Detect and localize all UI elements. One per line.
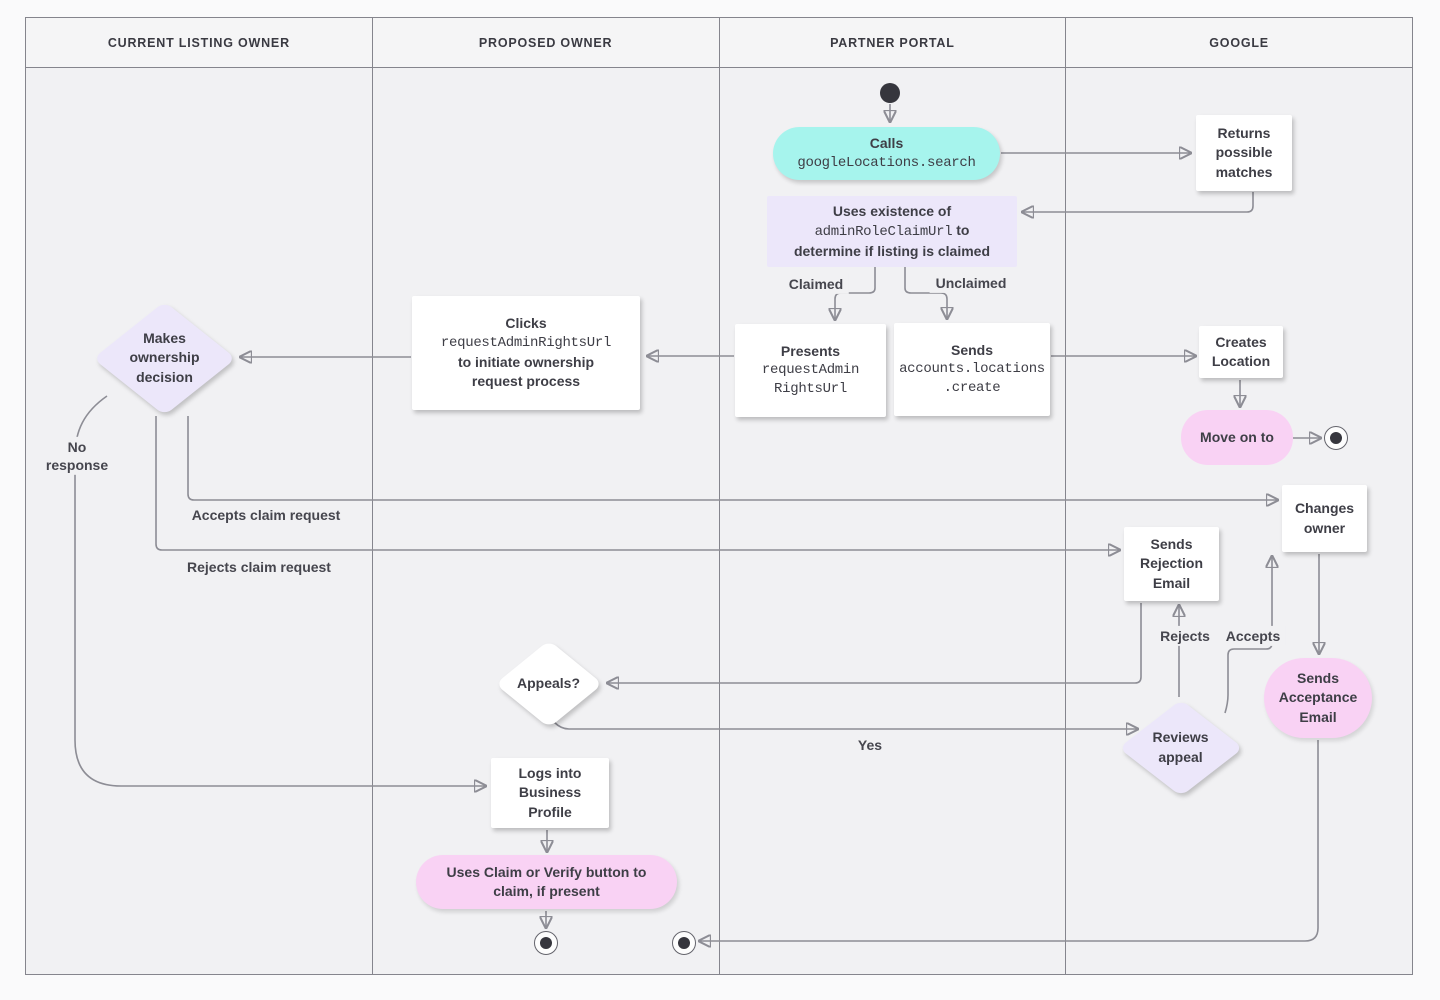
edge-accepts-claim-request (187, 416, 1277, 500)
edge-label-yes: Yes (851, 734, 889, 756)
swimlane-container: CURRENT LISTING OWNER PROPOSED OWNER PAR… (25, 17, 1413, 975)
edge-label-rejects-claim-request: Rejects claim request (181, 556, 337, 578)
lane-google: GOOGLE (1066, 18, 1412, 974)
edge-rejection-to-appeals (608, 603, 1142, 683)
uses-existence-line2: adminRoleClaimUrl to (815, 221, 970, 242)
lane-partner-portal: PARTNER PORTAL (719, 18, 1067, 974)
uses-existence-line3: determine if listing is claimed (793, 243, 991, 260)
decision-reviews-appeal: Reviews appeal (1118, 699, 1243, 796)
edge-appeals-yes-to-reviews (553, 721, 1137, 729)
makes-ownership-decision-text: Makes ownership decision (129, 329, 200, 385)
sends-create-title: Sends (950, 341, 993, 358)
edge-rejects-claim-request (155, 416, 1119, 550)
clicks-code: requestAdminRightsUrl (440, 334, 612, 351)
uses-claim-or-verify-text: Uses Claim or Verify button to claim, if… (446, 863, 647, 899)
sends-create-code-line1: accounts.locations (899, 360, 1045, 377)
clicks-line1: Clicks (505, 315, 547, 332)
node-sends-accounts-locations-create: Sends accounts.locations .create (894, 323, 1050, 416)
edge-uses-to-presents-claimed (835, 267, 876, 319)
node-logs-into-business-profile: Logs into Business Profile (491, 758, 609, 828)
clicks-line3: to initiate ownership (457, 354, 595, 370)
end-node-claim-flow (534, 931, 558, 955)
node-sends-acceptance-email: Sends Acceptance Email (1264, 658, 1372, 738)
lane-header-google: GOOGLE (1066, 18, 1412, 68)
edge-label-rejects: Rejects (1154, 625, 1216, 647)
lane-header-proposed-owner: PROPOSED OWNER (372, 18, 719, 68)
edge-label-accepts-claim-request: Accepts claim request (185, 504, 347, 526)
uses-existence-line1: Uses existence of (832, 202, 952, 219)
presents-code-line1: requestAdmin (761, 361, 860, 378)
move-on-to-text: Move on to (1200, 428, 1274, 445)
lane-header-partner-portal: PARTNER PORTAL (719, 18, 1066, 68)
uses-existence-line2-rest: to (952, 221, 970, 238)
edge-reviews-accepts (1224, 557, 1272, 714)
uses-existence-code: adminRoleClaimUrl (814, 223, 953, 240)
node-presents-request-admin-rights-url: Presents requestAdmin RightsUrl (735, 324, 886, 417)
returns-possible-matches-text: Returns possible matches (1215, 125, 1273, 180)
decision-makes-ownership-decision: Makes ownership decision (93, 301, 236, 415)
node-move-on-to: Move on to (1181, 410, 1293, 465)
reviews-appeal-text: Reviews appeal (1152, 728, 1209, 765)
lane-header-current-listing-owner: CURRENT LISTING OWNER (26, 18, 372, 68)
lane-current-listing-owner: CURRENT LISTING OWNER (26, 18, 373, 974)
logs-into-business-profile-text: Logs into Business Profile (518, 765, 582, 820)
decision-appeals: Appeals? (494, 639, 603, 728)
appeals-text: Appeals? (516, 674, 580, 691)
start-node (880, 83, 900, 103)
end-node-move-on (1324, 426, 1348, 450)
node-creates-location: Creates Location (1199, 326, 1283, 378)
edge-label-no-response: No response (35, 436, 119, 476)
edge-uses-to-sends-unclaimed (904, 267, 947, 318)
lane-proposed-owner: PROPOSED OWNER (372, 18, 720, 974)
clicks-line4: request process (471, 373, 581, 390)
sends-acceptance-email-text: Sends Acceptance Email (1278, 670, 1358, 725)
end-node-acceptance-flow (672, 931, 696, 955)
node-changes-owner: Changes owner (1282, 485, 1367, 552)
calls-code: googleLocations.search (797, 154, 976, 171)
node-clicks-request-admin-rights-url: Clicks requestAdminRightsUrl to initiate… (412, 296, 640, 410)
node-uses-claim-or-verify-button: Uses Claim or Verify button to claim, if… (416, 855, 677, 909)
creates-location-text: Creates Location (1211, 333, 1271, 369)
node-sends-rejection-email: Sends Rejection Email (1124, 527, 1219, 601)
node-uses-existence-admin-role-claim-url: Uses existence of adminRoleClaimUrl to d… (767, 196, 1017, 267)
changes-owner-text: Changes owner (1294, 500, 1355, 536)
edge-label-unclaimed: Unclaimed (929, 272, 1013, 294)
edge-label-accepts: Accepts (1219, 625, 1287, 647)
edge-no-response (74, 395, 485, 786)
calls-title: Calls (869, 135, 904, 152)
presents-title: Presents (780, 342, 841, 359)
node-calls-google-locations-search: Calls googleLocations.search (773, 127, 1000, 180)
edge-returns-to-uses (1023, 192, 1254, 212)
edge-label-claimed: Claimed (782, 273, 850, 295)
sends-create-code-line2: .create (943, 380, 1001, 397)
sends-rejection-email-text: Sends Rejection Email (1139, 536, 1203, 591)
node-returns-possible-matches: Returns possible matches (1196, 115, 1292, 191)
edge-acceptance-to-end (700, 740, 1319, 941)
presents-code-line2: RightsUrl (774, 381, 847, 398)
